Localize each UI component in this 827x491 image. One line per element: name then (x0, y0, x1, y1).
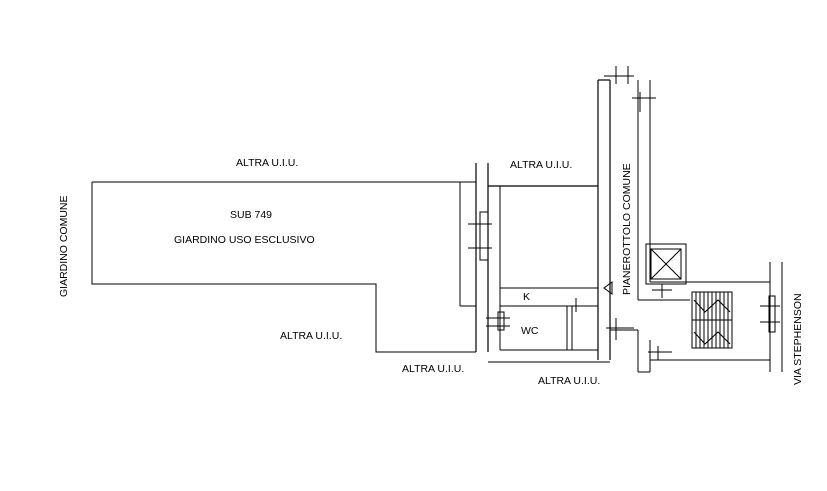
window-marks (468, 66, 780, 360)
label-altra-top-apt: ALTRA U.I.U. (510, 159, 572, 171)
label-giardino-comune: GIARDINO COMUNE (58, 195, 70, 297)
label-pianerottolo: PIANEROTTOLO COMUNE (621, 163, 633, 295)
landing-walls (610, 80, 783, 373)
garden-outline (91, 181, 476, 353)
apartment-walls (459, 79, 611, 363)
label-kitchen: K (523, 291, 530, 303)
staircase (691, 291, 733, 349)
label-giardino-uso: GIARDINO USO ESCLUSIVO (174, 234, 315, 246)
entrance-arrow-icon (603, 281, 613, 295)
label-sub: SUB 749 (230, 209, 272, 221)
elevator-symbol (645, 243, 687, 285)
label-altra-mid: ALTRA U.I.U. (280, 330, 342, 342)
label-altra-bottom-right: ALTRA U.I.U. (538, 375, 600, 387)
label-via: VIA STEPHENSON (792, 293, 804, 385)
label-altra-bottom-left: ALTRA U.I.U. (402, 363, 464, 375)
label-altra-top-garden: ALTRA U.I.U. (236, 157, 298, 169)
label-wc: WC (521, 325, 539, 337)
